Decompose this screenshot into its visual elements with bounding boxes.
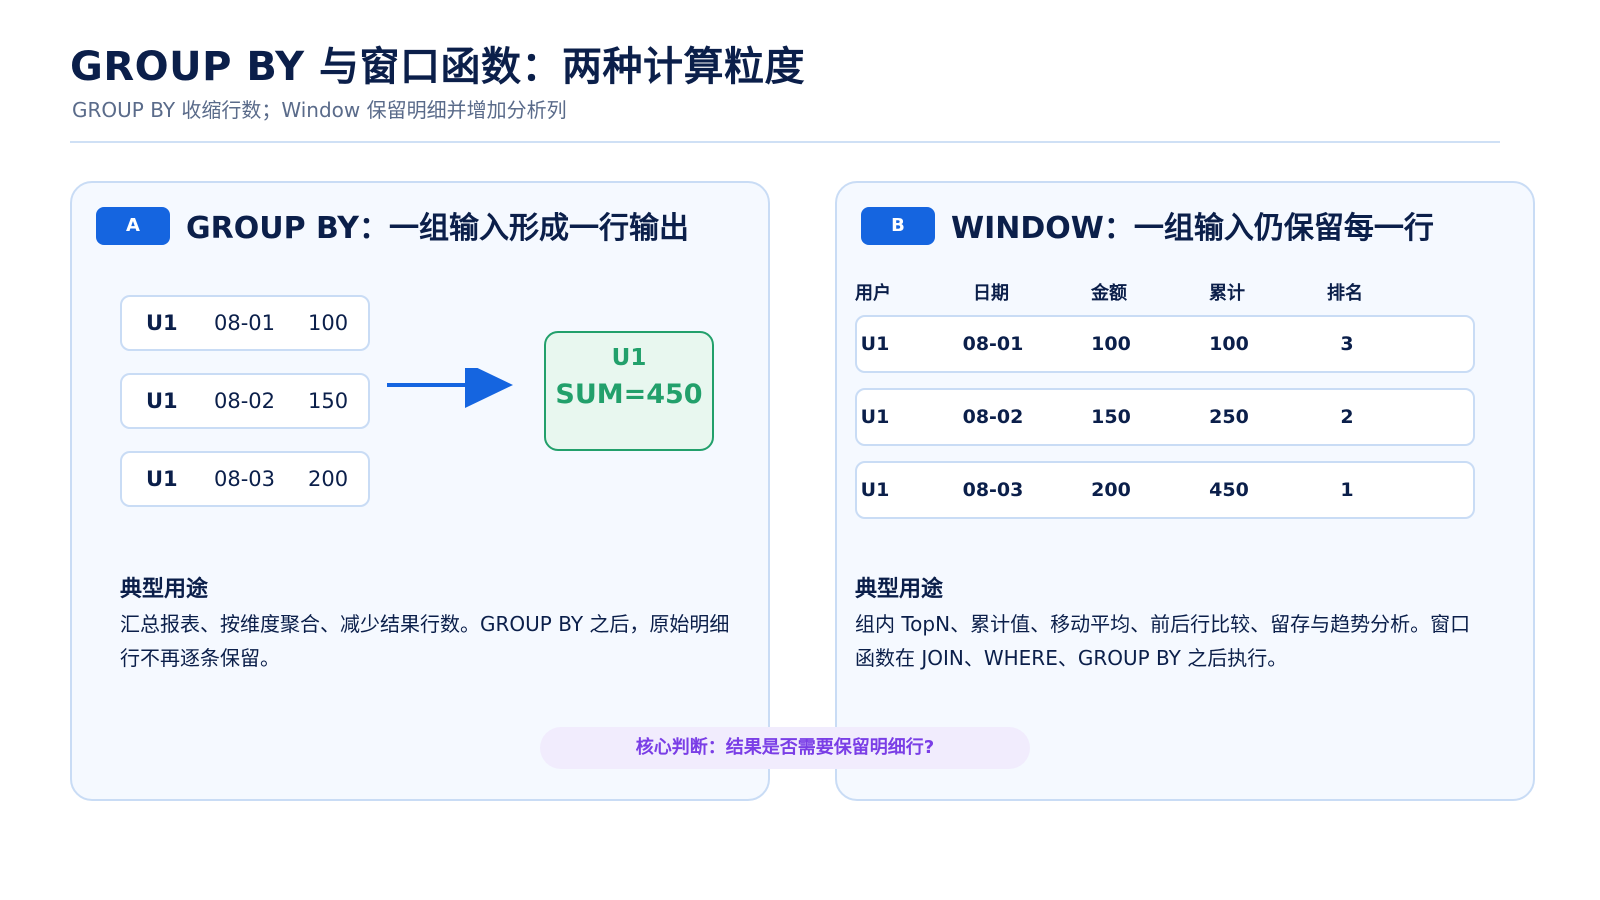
cell-cumulative: 450: [1209, 479, 1249, 501]
panel-a-badge: A: [96, 207, 170, 245]
column-header-cumulative: 累计: [1209, 283, 1245, 304]
key-judgment-note: 核心判断：结果是否需要保留明细行?: [540, 727, 1030, 769]
cell-rank: 1: [1340, 479, 1354, 501]
result-sum: SUM=450: [555, 379, 703, 410]
window-panel: B WINDOW：一组输入仍保留每一行 用户 日期 金额 累计 排名 U1 08…: [835, 181, 1535, 801]
cell-amount: 100: [1091, 333, 1131, 355]
row-date: 08-01: [214, 311, 276, 335]
panel-a-heading: GROUP BY：一组输入形成一行输出: [186, 211, 689, 246]
panel-b-badge: B: [861, 207, 935, 245]
row-user: U1: [146, 389, 178, 413]
panel-b-heading: WINDOW：一组输入仍保留每一行: [951, 211, 1434, 246]
input-row: U1 08-02 150: [120, 373, 370, 429]
input-row: U1 08-03 200: [120, 451, 370, 507]
cell-cumulative: 250: [1209, 406, 1249, 428]
cell-cumulative: 100: [1209, 333, 1249, 355]
row-amount: 100: [308, 311, 349, 335]
cell-date: 08-03: [962, 479, 1024, 501]
cell-user: U1: [860, 333, 890, 355]
cell-amount: 200: [1091, 479, 1131, 501]
column-header-rank: 排名: [1327, 283, 1363, 304]
use-title: 典型用途: [855, 577, 944, 602]
cell-date: 08-01: [962, 333, 1024, 355]
row-amount: 200: [308, 467, 349, 491]
cell-user: U1: [860, 406, 890, 428]
column-header-user: 用户: [855, 283, 891, 304]
cell-date: 08-02: [962, 406, 1024, 428]
group-by-panel: A GROUP BY：一组输入形成一行输出 U1 08-01 100 U1 08…: [70, 181, 770, 801]
row-user: U1: [146, 467, 178, 491]
column-header-date: 日期: [973, 283, 1009, 304]
arrow-right-icon: [387, 368, 513, 408]
table-row: U1 08-01 100 100 3: [855, 315, 1475, 373]
input-row: U1 08-01 100: [120, 295, 370, 351]
cell-rank: 2: [1340, 406, 1354, 428]
cell-rank: 3: [1340, 333, 1354, 355]
row-amount: 150: [308, 389, 349, 413]
cell-user: U1: [860, 479, 890, 501]
aggregate-result-box: U1 SUM=450: [544, 331, 714, 451]
use-text: 汇总报表、按维度聚合、减少结果行数。GROUP BY 之后，原始明细行不再逐条保…: [120, 612, 730, 670]
page-title: GROUP BY 与窗口函数：两种计算粒度: [70, 44, 806, 90]
header-divider: [70, 141, 1500, 143]
result-user: U1: [611, 345, 647, 371]
page-subtitle: GROUP BY 收缩行数；Window 保留明细并增加分析列: [72, 98, 567, 122]
row-date: 08-02: [214, 389, 276, 413]
row-user: U1: [146, 311, 178, 335]
table-row: U1 08-02 150 250 2: [855, 388, 1475, 446]
column-header-amount: 金额: [1091, 283, 1127, 304]
use-text: 组内 TopN、累计值、移动平均、前后行比较、留存与趋势分析。窗口函数在 JOI…: [855, 612, 1471, 670]
use-title: 典型用途: [120, 577, 209, 602]
table-row: U1 08-03 200 450 1: [855, 461, 1475, 519]
row-date: 08-03: [214, 467, 276, 491]
cell-amount: 150: [1091, 406, 1131, 428]
